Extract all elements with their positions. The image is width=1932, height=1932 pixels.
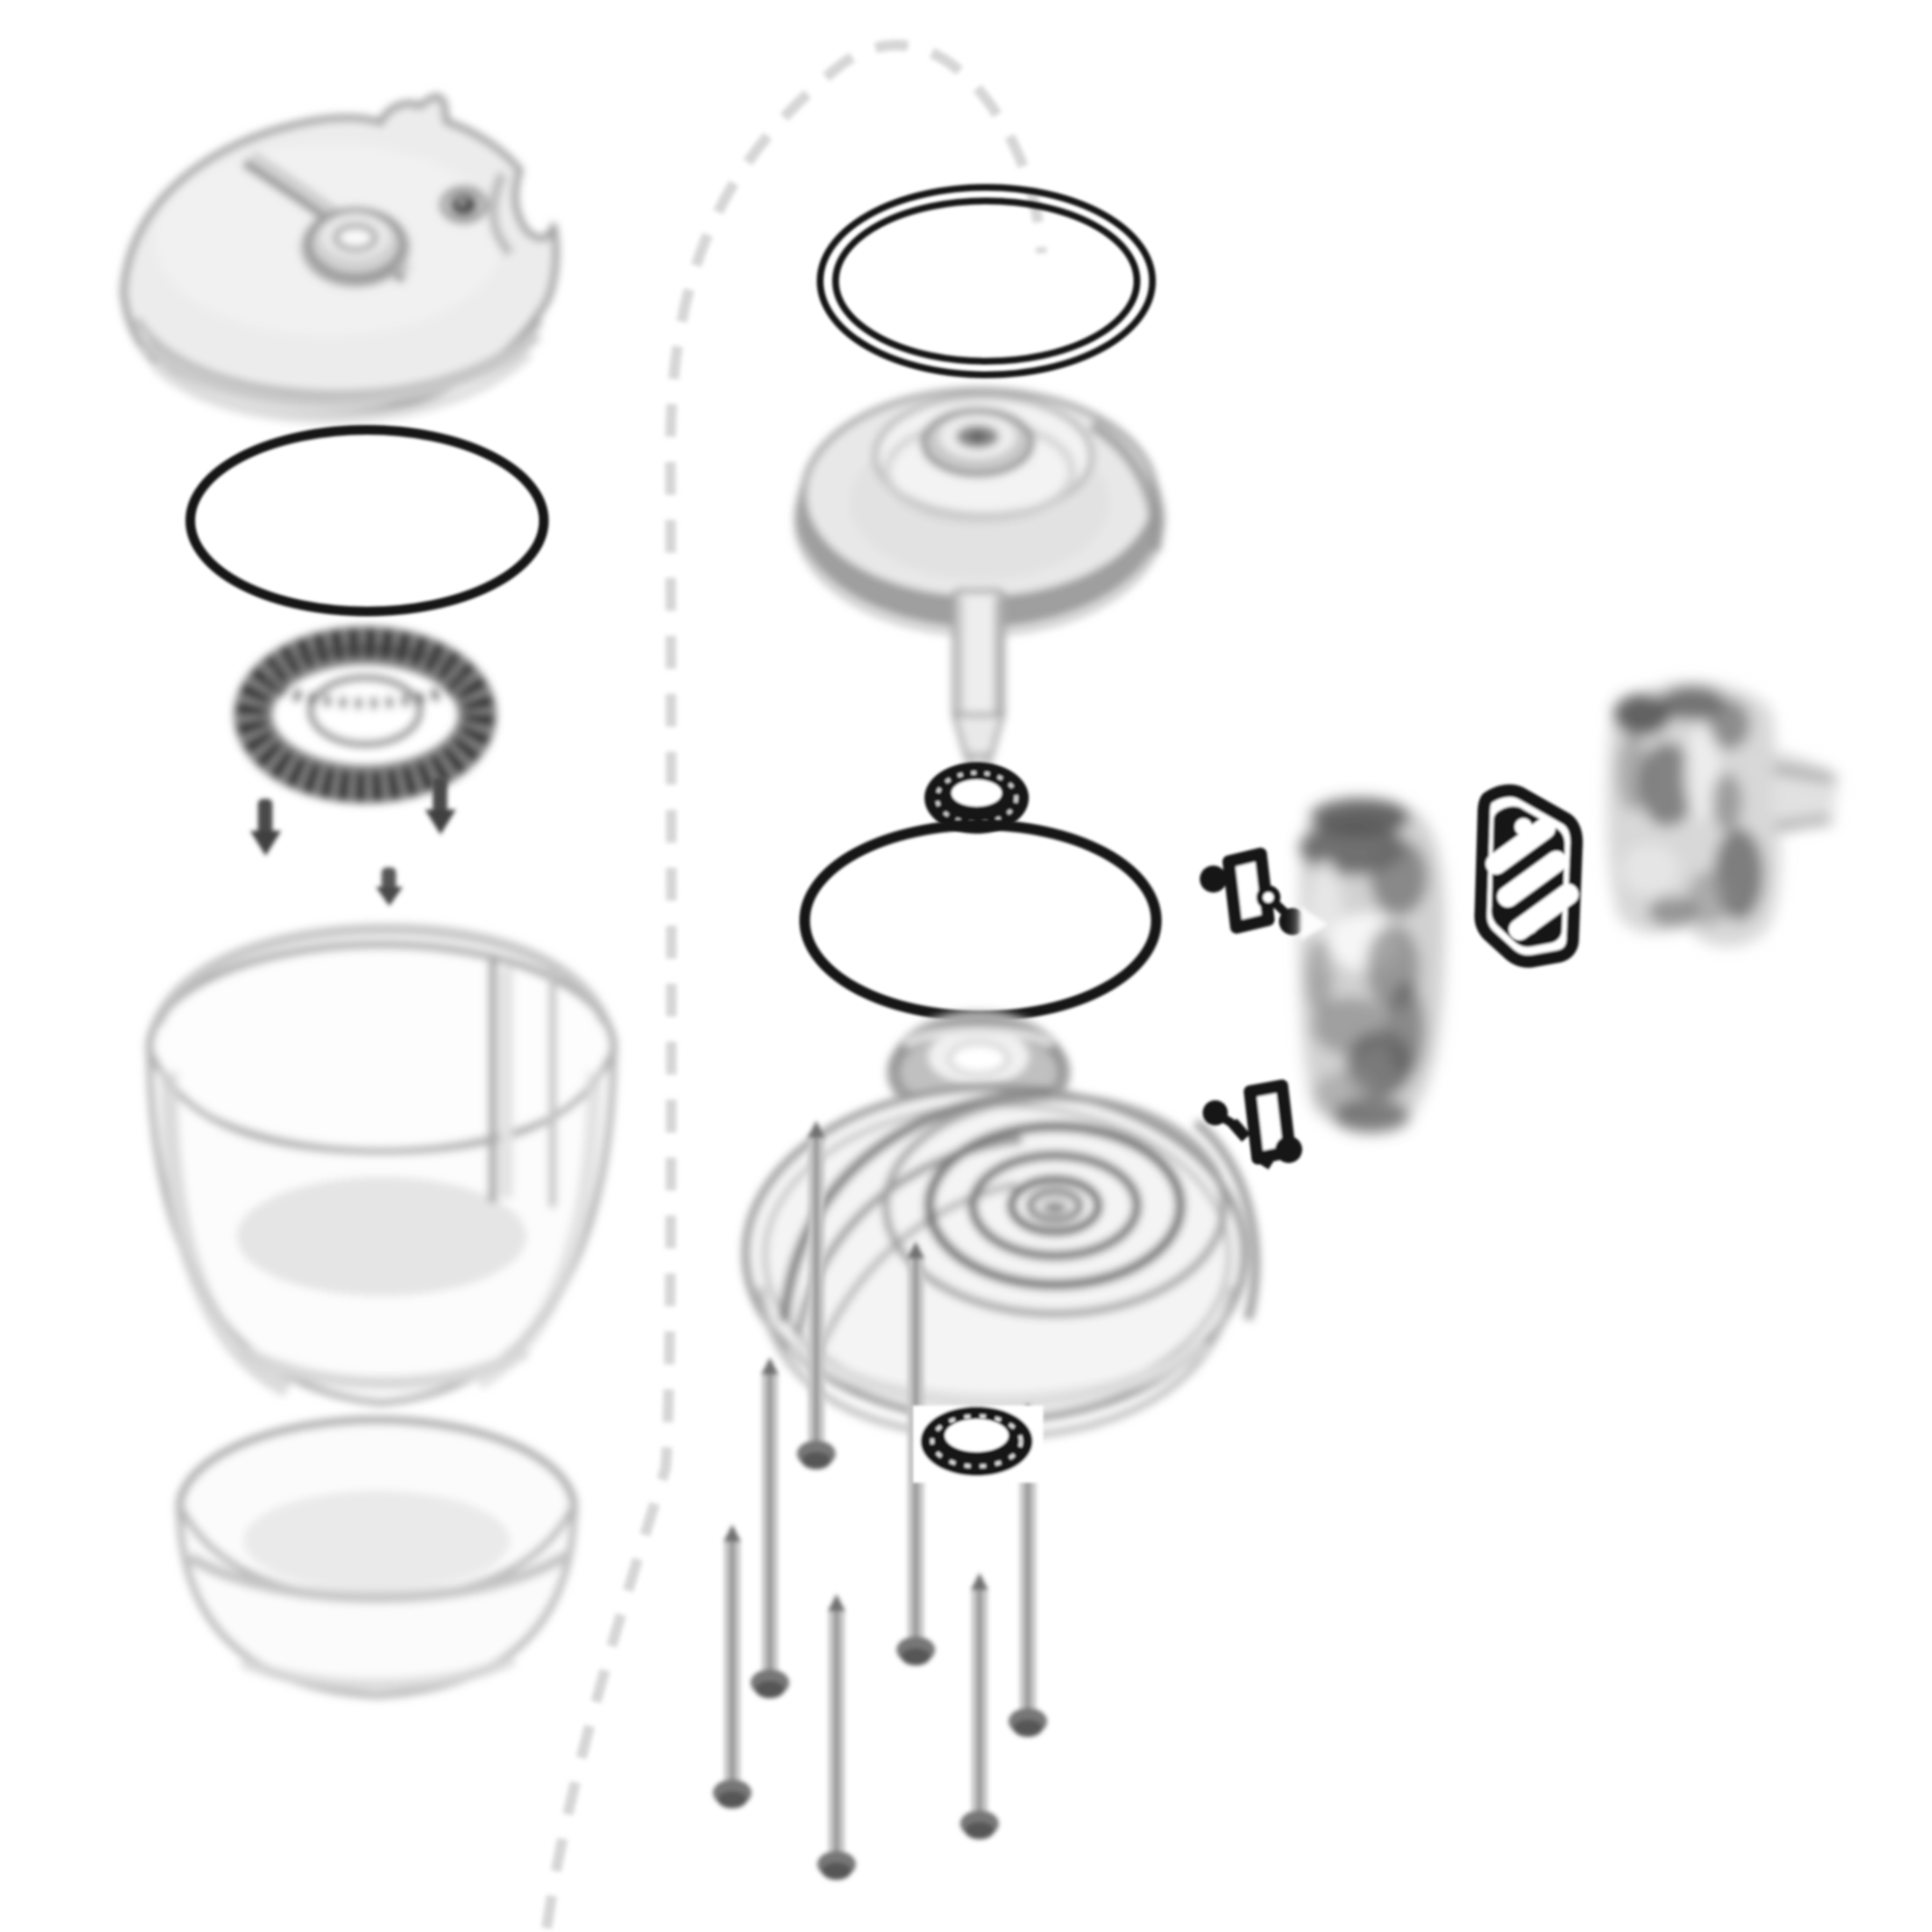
- air-cover-disc-icon: [120, 93, 559, 424]
- cylinder-cup-lower-icon: [176, 1416, 578, 1699]
- mounting-bolt-icon: [960, 1573, 999, 1839]
- mounting-bolt-icon: [817, 1594, 856, 1880]
- mounting-bolt-icon: [797, 1121, 836, 1469]
- diaphragm-hub: [921, 408, 1035, 477]
- knurled-lock-ring-icon: [234, 626, 497, 804]
- outlet-fitting-blurred-icon: [1606, 681, 1837, 948]
- diaphragm-shaft-icon: [951, 588, 1007, 786]
- retainer-clip-upper-icon: [1200, 847, 1306, 935]
- mounting-bolt-icon: [713, 1524, 752, 1808]
- assembly-arrow-left-icon: [250, 799, 281, 856]
- housing-concentric-rings: [881, 1093, 1229, 1319]
- cover-boss: [300, 207, 411, 288]
- slotted-gasket-plate-icon: [1474, 784, 1583, 968]
- dashed-belt-loop-icon: [541, 40, 1047, 1929]
- cover-hole: [440, 185, 488, 224]
- retainer-clip-lower-icon: [1203, 1079, 1302, 1170]
- seal-ring-bottom-icon: [913, 1406, 1043, 1483]
- pump-housing-volute-icon: [742, 1084, 1261, 1442]
- mounting-bolt-icon: [751, 1357, 789, 1698]
- valve-bracket-blurred-icon: [1298, 798, 1446, 1133]
- gasket-ellipse-icon: [799, 819, 1162, 1022]
- o-ring-top-right-icon: [816, 184, 1156, 379]
- diaphragm-assembly-icon: [794, 387, 1165, 636]
- assembly-arrow-right-icon: [425, 778, 456, 835]
- bracket-notch: [1300, 906, 1327, 941]
